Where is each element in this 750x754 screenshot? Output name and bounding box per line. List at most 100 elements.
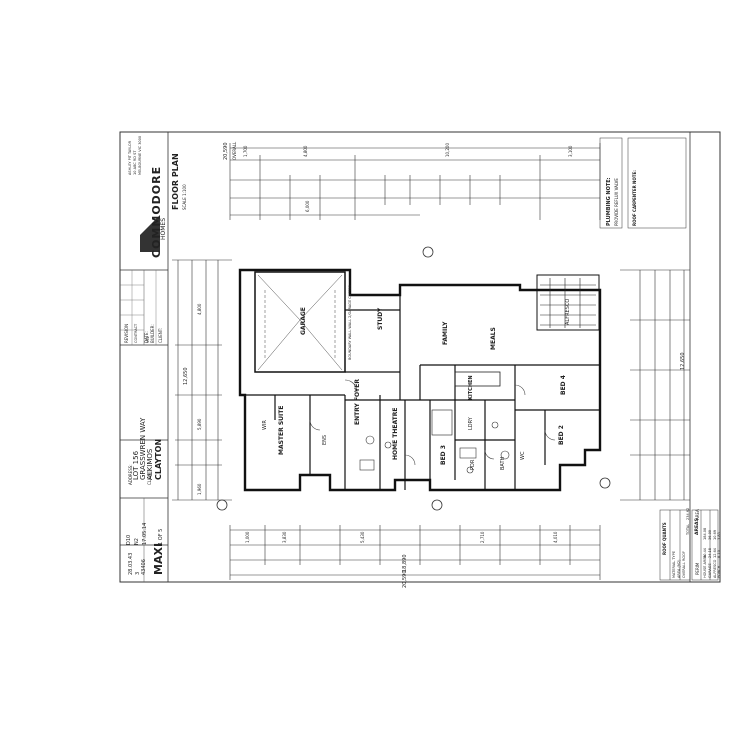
room-family: FAMILY bbox=[442, 321, 449, 346]
right-dimension-lines bbox=[620, 269, 690, 501]
areas-row-4-area: 3.85 bbox=[717, 532, 721, 540]
areas-row-1-label: HOUSE AREA bbox=[703, 555, 707, 578]
room-pdr: PDR bbox=[470, 459, 476, 470]
company-name: COMMODORE bbox=[150, 165, 163, 258]
areas-col-area: AREA bbox=[695, 509, 700, 520]
company-address-2: 10 ABC RD ST bbox=[133, 150, 137, 175]
dim-left-seg-1: 4,800 bbox=[197, 303, 202, 315]
dim-top-overall-label: OVERALL bbox=[232, 141, 237, 160]
company-tag: HOMES bbox=[160, 217, 167, 240]
roof-quants-heading: ROOF QUANTS bbox=[662, 522, 667, 555]
company-address-1: ASHLEY PIT TAYLOR bbox=[128, 140, 132, 175]
roof-note-heading: ROOF CARPENTER NOTE: bbox=[632, 170, 637, 226]
client-label: CLIENT: bbox=[158, 327, 163, 343]
dim-bottom-seg-1: 1,000 bbox=[245, 531, 250, 543]
dim-top-seg-4: 3,100 bbox=[568, 145, 573, 157]
date-label-1: DATE: bbox=[144, 331, 149, 343]
areas-row-4-label: PORCH bbox=[717, 565, 721, 578]
areas-col-perim: PERIM bbox=[695, 562, 700, 575]
plumbing-note-text: PROVIDE REFLUX VALVE bbox=[614, 178, 619, 226]
dim-garage-internal: 6,000 bbox=[305, 200, 310, 212]
alfresco-zone bbox=[536, 274, 600, 331]
roof-total-value: 234.62 bbox=[686, 507, 690, 520]
room-bed-3: BED 3 bbox=[440, 445, 447, 465]
dim-top-overall: 20,590 bbox=[223, 142, 229, 161]
alfresco-hatch bbox=[540, 278, 596, 328]
room-alfresco: ALFRESCO bbox=[565, 298, 571, 325]
drawing-number: 43406 bbox=[141, 559, 147, 575]
room-ldry: LDRY bbox=[468, 417, 474, 430]
sheet-border bbox=[119, 131, 721, 583]
roof-note-box bbox=[627, 137, 687, 229]
room-wc: WC bbox=[520, 451, 526, 460]
external-walls bbox=[238, 268, 602, 492]
roof-table bbox=[659, 509, 691, 581]
roof-row-1: MATERIAL TYPE bbox=[672, 550, 676, 578]
kitchen-island bbox=[454, 371, 501, 387]
areas-heading: AREAS bbox=[695, 518, 700, 535]
dim-bottom-seg-2: 3,830 bbox=[282, 531, 287, 543]
revision-row-1: CONTRACT bbox=[134, 323, 138, 343]
dim-bottom-seg-4: 2,710 bbox=[480, 531, 485, 543]
roof-row-2: AREA (M2) bbox=[677, 559, 681, 578]
bottom-dimension-lines bbox=[229, 525, 601, 580]
room-wir: WIR bbox=[262, 420, 268, 430]
dim-left-overall: 12,650 bbox=[183, 367, 189, 386]
room-kitchen: KITCHEN bbox=[468, 375, 474, 400]
left-dimension-lines bbox=[172, 259, 232, 501]
dim-top-seg-3: 10,200 bbox=[445, 143, 450, 157]
dim-bottom-overall: 20,590 bbox=[402, 570, 408, 589]
fixtures bbox=[359, 421, 510, 474]
company-logo-mark bbox=[140, 215, 160, 252]
areas-table bbox=[691, 509, 719, 581]
scale-value: N2 bbox=[134, 538, 140, 545]
plumbing-note-heading: PLUMBING NOTE: bbox=[606, 177, 612, 226]
areas-row-1-perim: 60.44 bbox=[703, 547, 707, 558]
section-markers bbox=[216, 246, 611, 511]
roof-row-3: OVERALL ROOF bbox=[682, 551, 686, 578]
design-name: MAXI bbox=[152, 542, 165, 575]
areas-row-2-perim: 24.18 bbox=[708, 547, 712, 558]
floor-plan-heading: FLOOR PLAN bbox=[171, 153, 180, 210]
company-address-3: MELBOURNE VIC 3000 bbox=[138, 135, 142, 175]
plumbing-note-box bbox=[599, 137, 623, 229]
dim-left-seg-2: 5,890 bbox=[197, 418, 202, 430]
revision-heading: REVISION bbox=[124, 323, 129, 343]
room-entry-foyer: ENTRY FOYER bbox=[354, 379, 361, 425]
revision-value: D10 bbox=[126, 534, 132, 545]
dim-bottom-inner: 18,890 bbox=[402, 554, 408, 573]
sheet-of: 1 OF 5 bbox=[158, 528, 164, 545]
areas-row-2-area: 36.00 bbox=[708, 529, 712, 540]
room-bed-4: BED 4 bbox=[560, 375, 567, 395]
dim-bottom-seg-3: 5,430 bbox=[360, 531, 365, 543]
address-line-3: ALKIMOS bbox=[146, 448, 154, 480]
room-ens: ENS bbox=[322, 434, 328, 445]
floor-plan-scale: SCALE 1:100 bbox=[182, 184, 187, 210]
room-bath: BATH bbox=[500, 456, 506, 470]
boundary-note: BOUNDARY WALL WALL 2/GARAGE CUTTER bbox=[348, 284, 352, 360]
revision-table bbox=[120, 270, 157, 345]
areas-row-2-label: GARAGE bbox=[708, 563, 712, 578]
room-study: STUDY bbox=[377, 307, 384, 330]
room-garage: GARAGE bbox=[300, 307, 307, 335]
top-dimension-lines bbox=[229, 143, 601, 220]
dim-right-overall: 12,650 bbox=[680, 352, 686, 371]
door-swings bbox=[309, 379, 556, 466]
builder-label: BUILDER: bbox=[150, 324, 155, 343]
internal-walls bbox=[245, 295, 600, 490]
dim-top-seg-2: 4,800 bbox=[303, 145, 308, 157]
kitchen-bench bbox=[431, 409, 453, 436]
plot-date: 28.03.43 bbox=[128, 552, 134, 575]
date-value: 17.05.14 bbox=[142, 522, 148, 545]
areas-row-4-perim: 8.10 bbox=[717, 550, 721, 558]
dim-left-seg-3: 1,960 bbox=[197, 483, 202, 495]
room-master-suite: MASTER SUITE bbox=[278, 405, 285, 455]
garage-roof-lines bbox=[257, 274, 343, 371]
room-home-theatre: HOME THEATRE bbox=[392, 407, 399, 460]
roof-total-label: TOTAL bbox=[686, 523, 690, 535]
room-meals: MEALS bbox=[490, 327, 497, 350]
dim-bottom-seg-5: 4,010 bbox=[553, 531, 558, 543]
dim-top-seg-1: 1,700 bbox=[243, 145, 248, 157]
